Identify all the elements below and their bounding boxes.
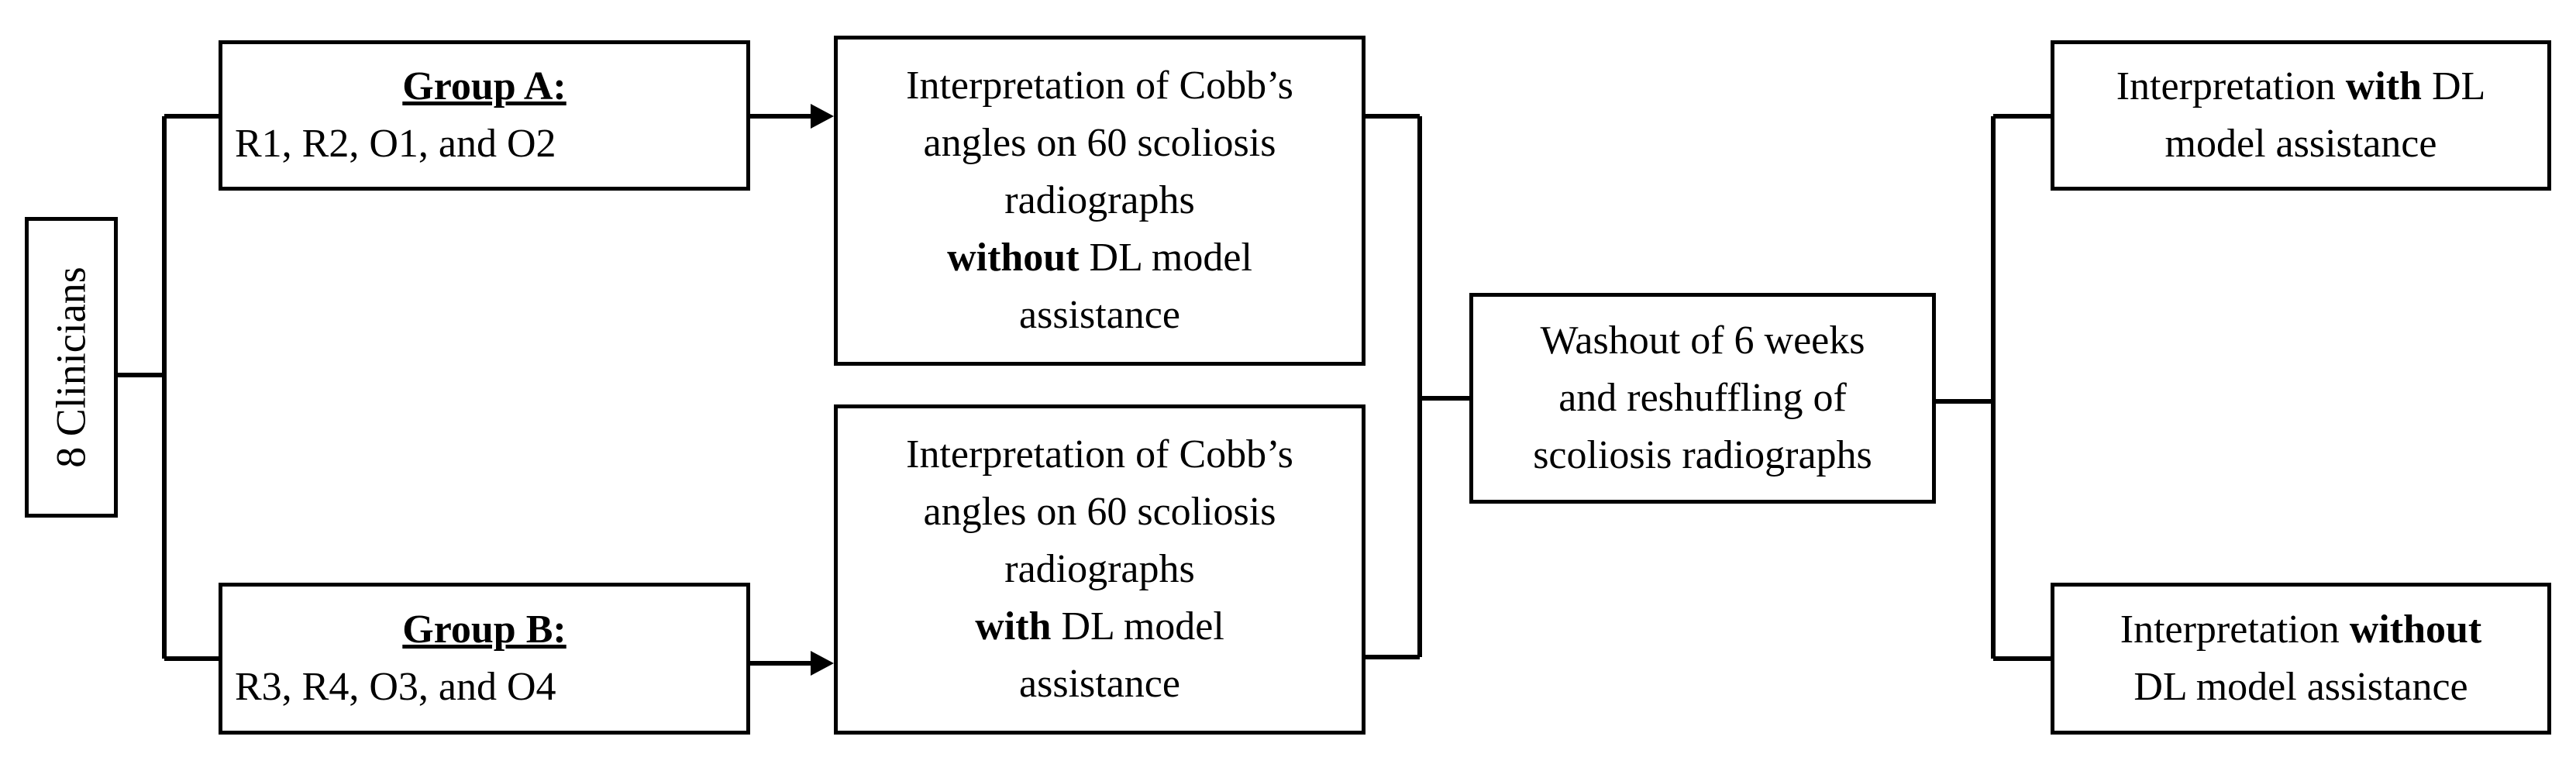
interp-a-emphasis: without xyxy=(947,236,1080,280)
interp-b-emphasis: with xyxy=(975,604,1052,649)
group-a-box: Group A: R1, R2, O1, and O2 xyxy=(219,40,750,191)
washout-line-2: and reshuffling of xyxy=(1558,376,1847,420)
with-line-2: model assistance xyxy=(2164,122,2437,166)
washout-box: Washout of 6 weeks and reshuffling of sc… xyxy=(1469,293,1936,504)
interpretation-with-box: Interpretation of Cobb’s angles on 60 sc… xyxy=(834,404,1365,735)
clinicians-box: 8 Clinicians xyxy=(25,217,118,518)
clinicians-label: 8 Clinicians xyxy=(48,267,95,468)
interp-a-line-3: radiographs xyxy=(1004,178,1195,222)
with-line-1-pre: Interpretation xyxy=(2116,64,2346,108)
arrowhead-group-b xyxy=(811,651,834,676)
interp-a-line-2: angles on 60 scoliosis xyxy=(923,121,1276,165)
interp-b-line-4: with DL model xyxy=(975,598,1224,656)
with-line-1: Interpretation with DL xyxy=(2116,58,2486,115)
without-line-2: DL model assistance xyxy=(2133,665,2468,709)
interp-b-line-2: angles on 60 scoliosis xyxy=(923,490,1276,534)
with-assistance-box: Interpretation with DL model assistance xyxy=(2051,40,2551,191)
interp-a-line-4: without DL model xyxy=(947,229,1252,287)
interp-b-line-1: Interpretation of Cobb’s xyxy=(906,432,1293,477)
with-emphasis: with xyxy=(2345,64,2422,108)
washout-line-1: Washout of 6 weeks xyxy=(1540,318,1865,363)
arrowhead-group-a xyxy=(811,104,834,129)
without-line-1: Interpretation without xyxy=(2120,601,2481,659)
interp-b-line-3: radiographs xyxy=(1004,547,1195,591)
group-a-members: R1, R2, O1, and O2 xyxy=(235,122,556,166)
group-b-title: Group B: xyxy=(402,607,567,652)
interp-b-line-5: assistance xyxy=(1019,662,1180,706)
washout-line-3: scoliosis radiographs xyxy=(1533,433,1872,477)
group-b-box: Group B: R3, R4, O3, and O4 xyxy=(219,583,750,735)
group-a-title: Group A: xyxy=(402,64,567,108)
interp-a-line-4-rest: DL model xyxy=(1079,236,1252,280)
without-emphasis: without xyxy=(2349,607,2482,652)
interp-a-line-1: Interpretation of Cobb’s xyxy=(906,64,1293,108)
group-b-members: R3, R4, O3, and O4 xyxy=(235,665,556,709)
interp-b-line-4-rest: DL model xyxy=(1051,604,1224,649)
without-line-1-pre: Interpretation xyxy=(2120,607,2350,652)
interp-a-line-5: assistance xyxy=(1019,293,1180,337)
interpretation-without-box: Interpretation of Cobb’s angles on 60 sc… xyxy=(834,36,1365,366)
without-assistance-box: Interpretation without DL model assistan… xyxy=(2051,583,2551,735)
with-line-1-post: DL xyxy=(2421,64,2486,108)
